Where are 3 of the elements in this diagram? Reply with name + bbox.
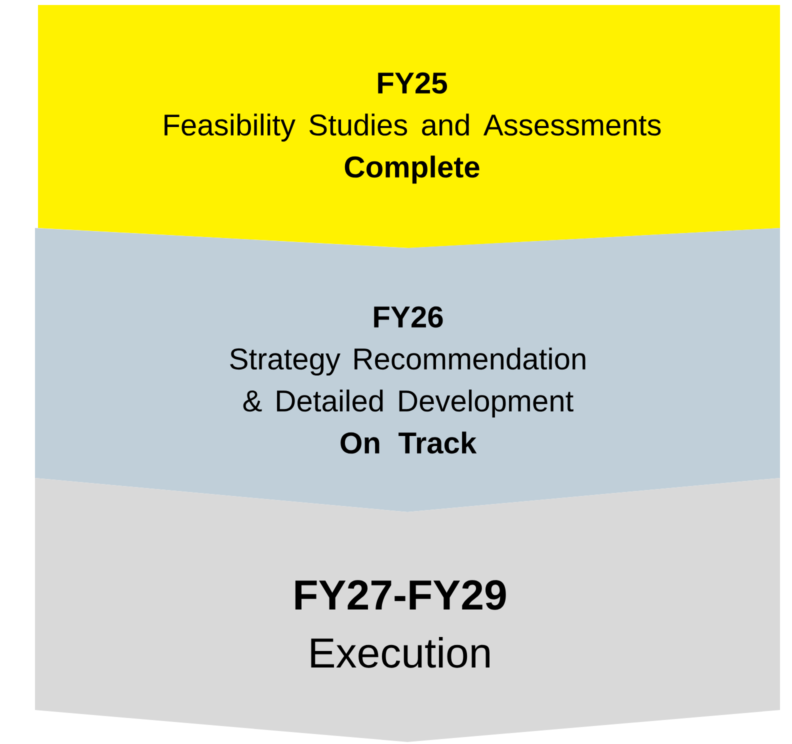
chevron-band: FY25 Feasibility Studies and Assessments Complete [38,5,780,248]
chevron-band: FY27-FY29 Execution [35,478,780,742]
chevron-band: FY26 Strategy Recommendation & Detailed Development On Track [35,228,780,512]
